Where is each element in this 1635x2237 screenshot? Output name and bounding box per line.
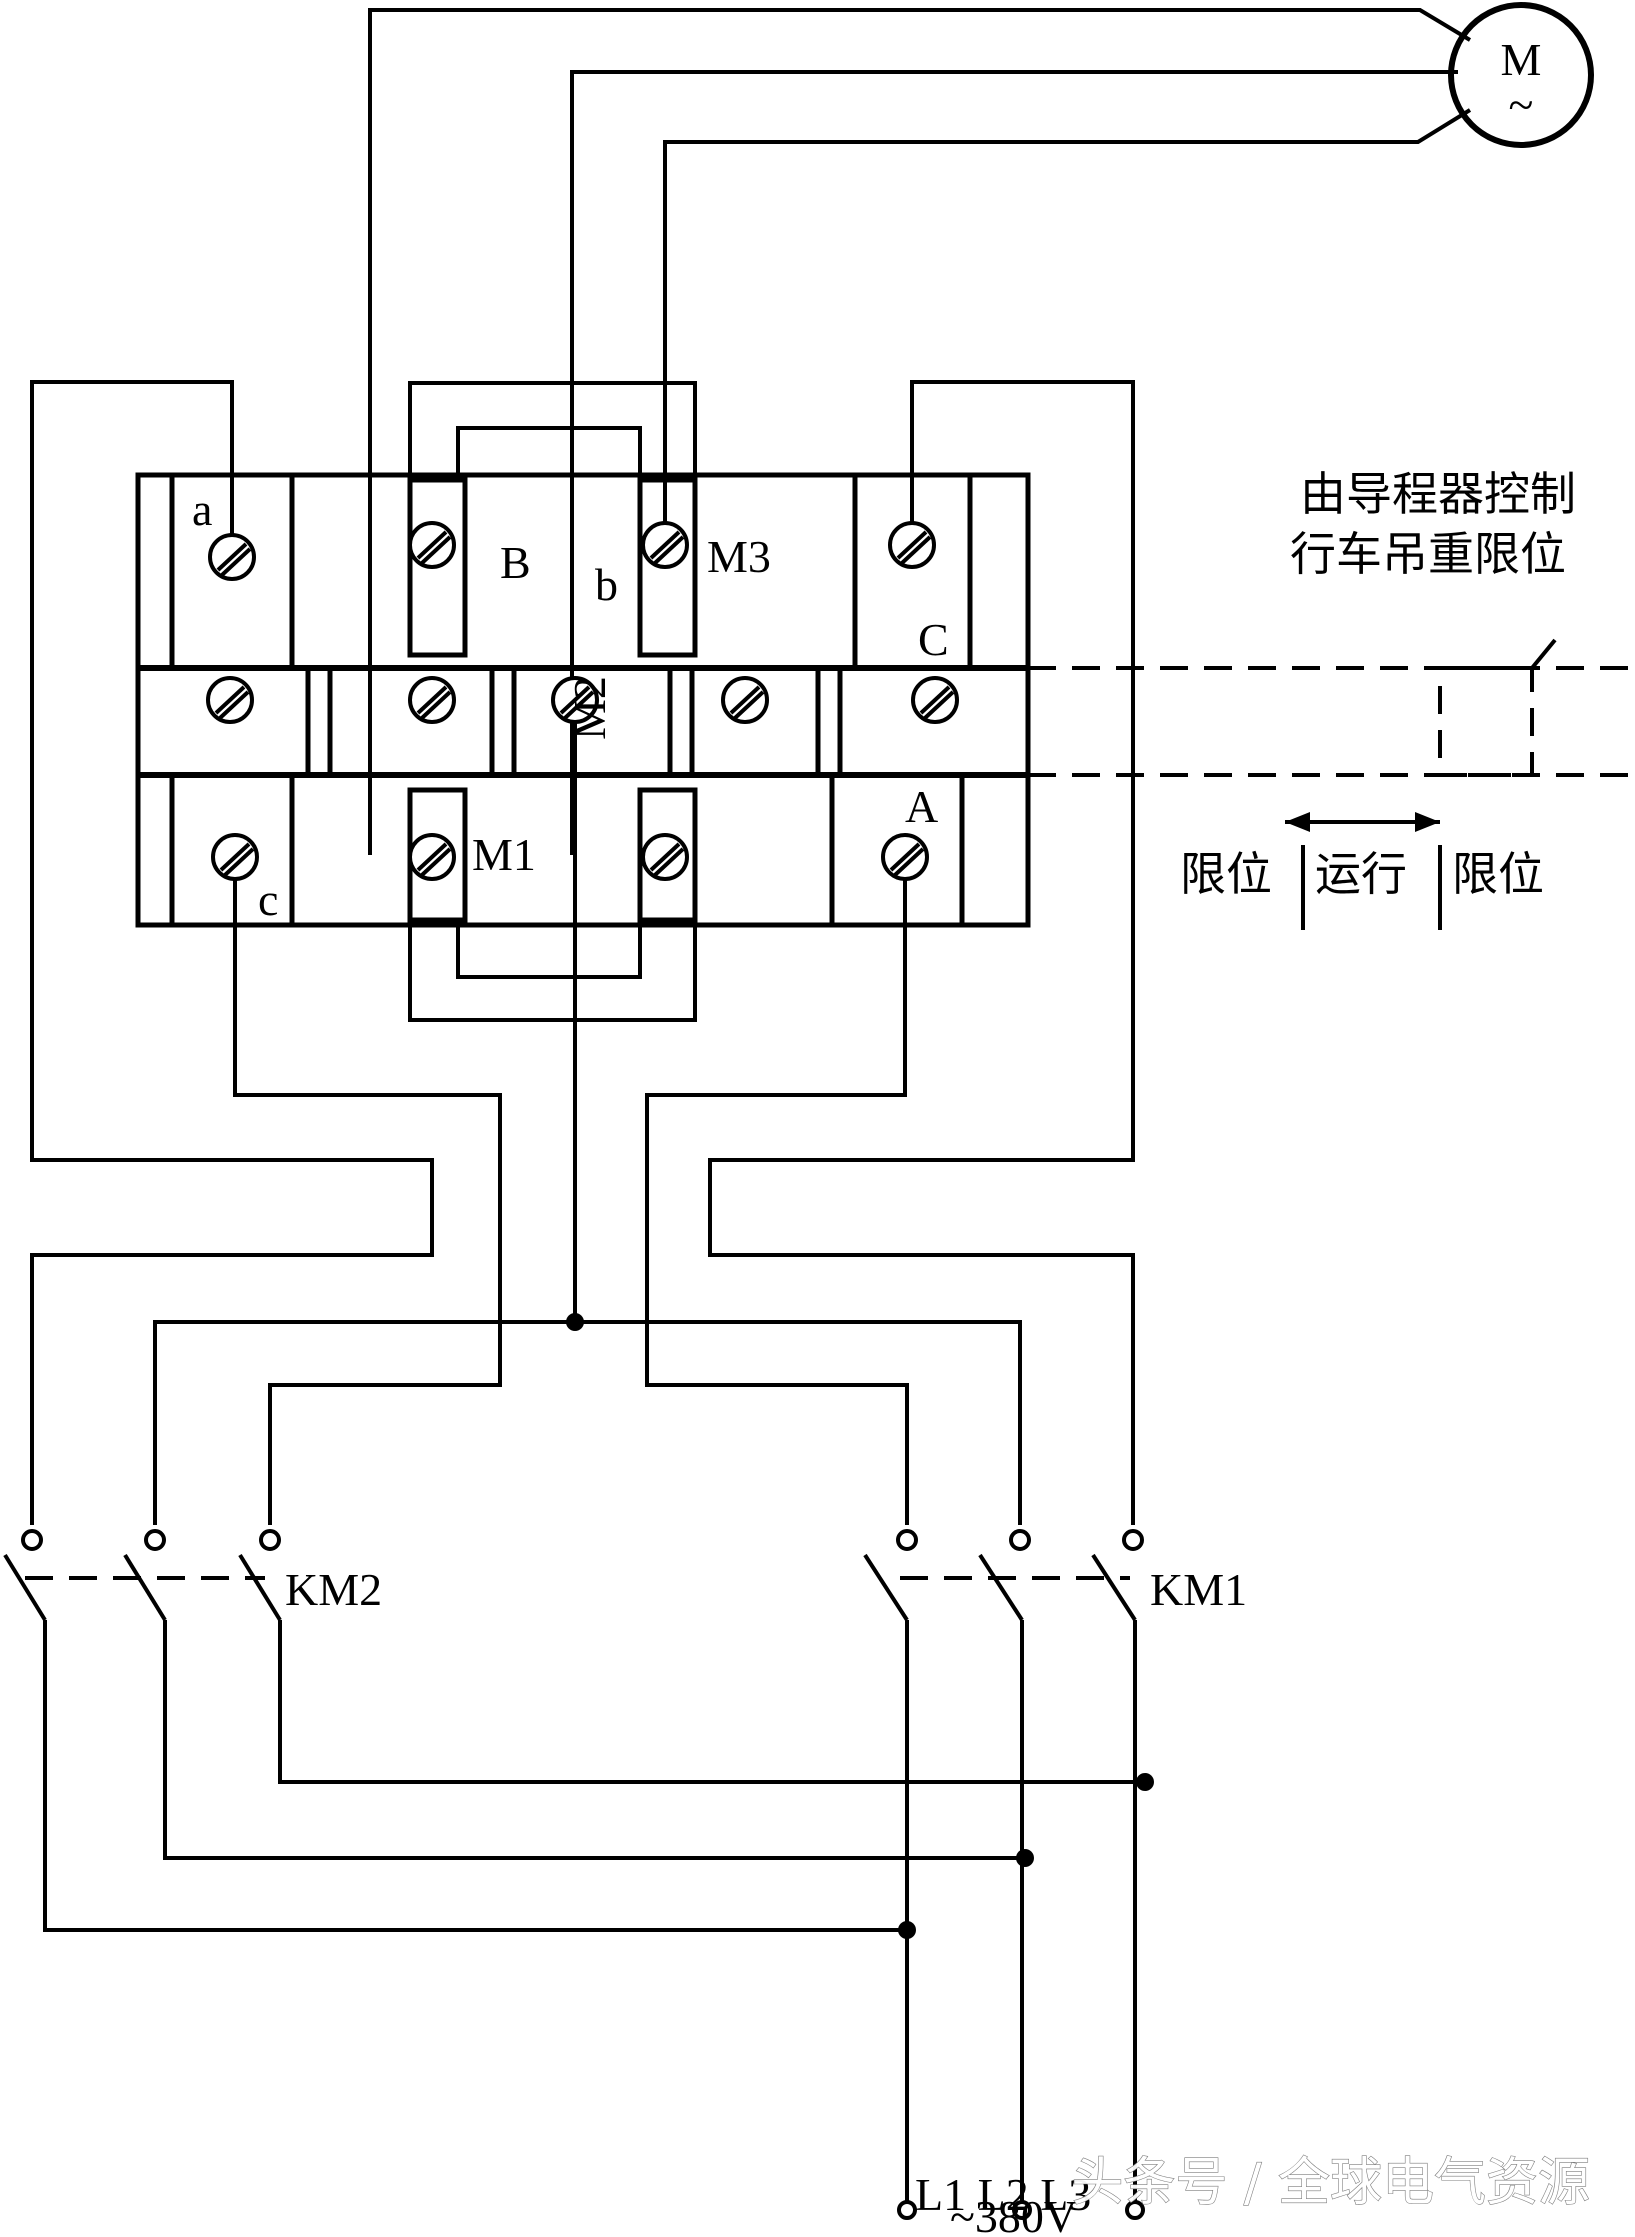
label-A: A [905,781,938,832]
drum-cross-links [408,381,697,1022]
km2-label: KM2 [285,1564,382,1615]
contact-bars [407,477,698,923]
terminal-M2 [551,676,599,724]
terminal-C [888,521,936,569]
label-a: a [192,484,212,535]
terminal-labels: a B b M3 C M2 c M1 A [192,484,949,925]
contactor-km1: KM1 [863,1529,1247,2210]
terminal-A [881,833,929,881]
supply-phases: L1 L2 L3 [915,2169,1091,2220]
km1-label: KM1 [1150,1564,1247,1615]
position-run: 运行 [1315,847,1407,901]
watermark: 头条号 / 全球电气资源 [1071,2153,1590,2213]
label-c: c [258,874,278,925]
terminal-bottom-3 [641,833,689,881]
terminal-a [208,533,256,581]
label-B: B [500,537,531,588]
terminal-mid-5 [911,676,959,724]
contactor-km2: KM2 [3,1529,1145,1932]
motor-label: M [1501,34,1542,85]
terminal-B [408,521,456,569]
terminal-mid-2 [408,676,456,724]
label-M2: M2 [564,676,615,740]
terminal-mid-1 [206,676,254,724]
motor-symbol: M ~ [1448,2,1594,148]
terminal-mid-4 [721,676,769,724]
label-b: b [595,559,618,610]
position-limit-left: 限位 [1180,847,1272,901]
supply-labels: L1 L2 L3 ~380V [897,2169,1145,2237]
drum-external-wiring [30,380,1135,1525]
motor-ac-symbol: ~ [1509,79,1534,130]
note-line1: 由导程器控制 [1300,467,1576,521]
terminal-M1 [408,833,456,881]
position-limit-right: 限位 [1452,847,1544,901]
motor-feeders [368,8,1472,855]
label-M3: M3 [707,531,771,582]
terminal-c [211,833,259,881]
note-line2: 行车吊重限位 [1290,527,1566,581]
limit-mechanism: 由导程器控制 行车吊重限位 限位 运行 限位 [1028,467,1635,930]
label-C: C [918,614,949,665]
terminals [206,521,959,881]
label-M1: M1 [472,829,536,880]
drum-controller-body [135,472,1031,928]
supply-voltage: ~380V [950,2191,1077,2237]
terminal-M3 [641,521,689,569]
